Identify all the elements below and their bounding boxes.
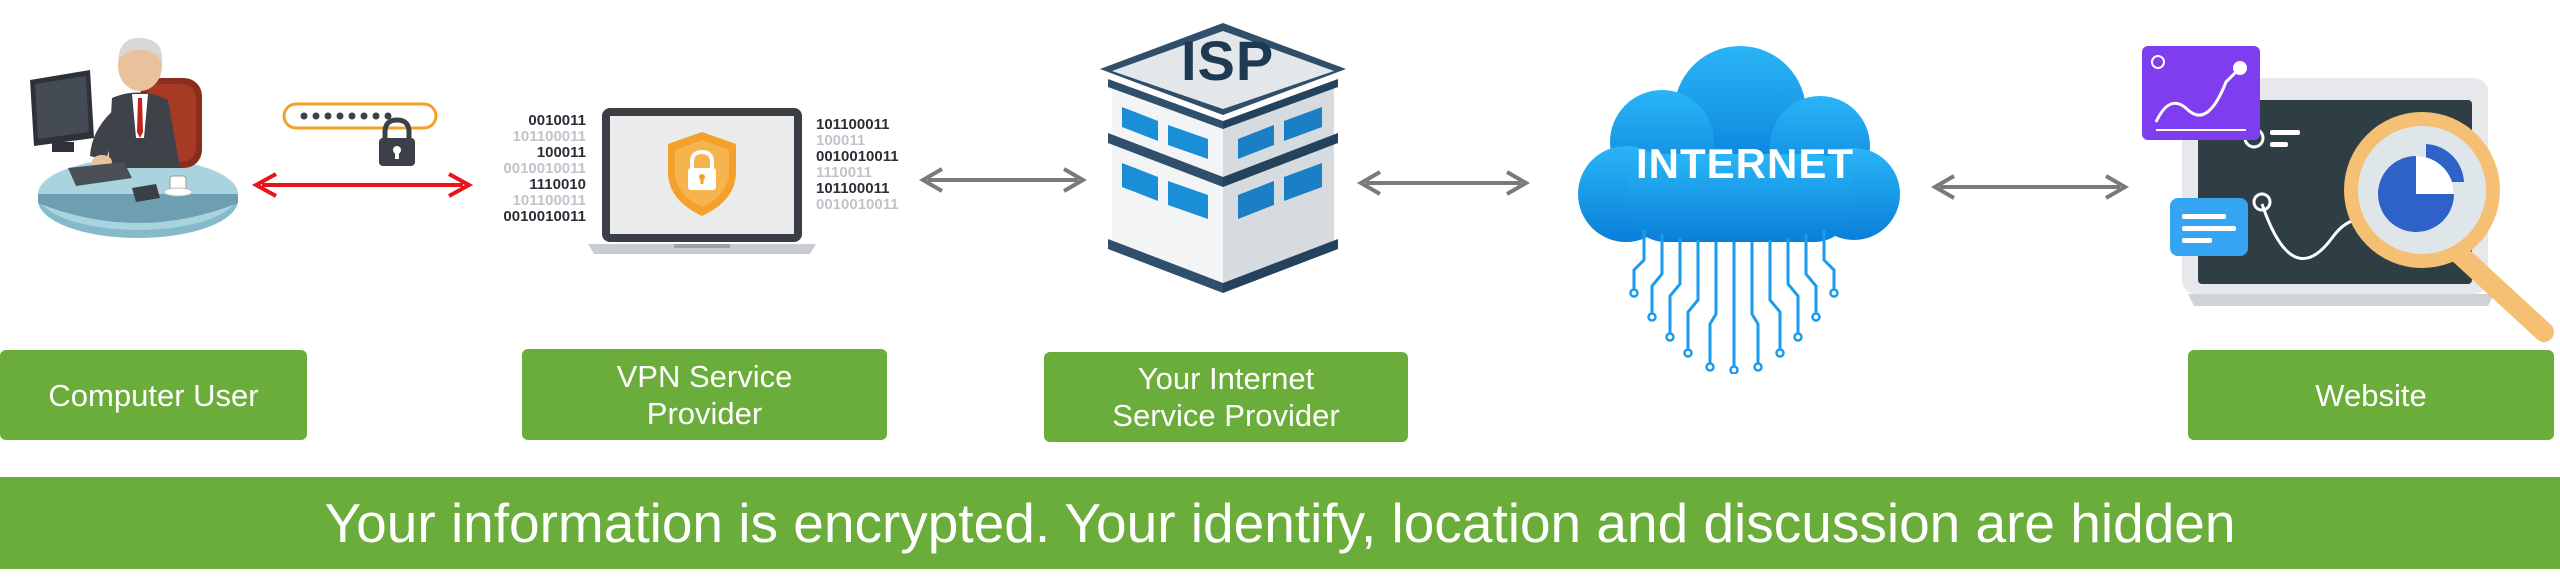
label-website-text: Website — [2315, 377, 2427, 413]
label-vpn-service-provider: VPN Service Provider — [522, 349, 887, 440]
label-vpn-line-2: Provider — [646, 395, 763, 431]
laptop-shield-icon — [588, 108, 816, 254]
internet-cloud-text: INTERNET — [1636, 140, 1854, 187]
label-computer-user-text: Computer User — [48, 377, 259, 413]
encryption-banner: Your information is encrypted. Your iden… — [0, 477, 2560, 569]
isp-building-icon — [1100, 23, 1346, 293]
binary-line: 101100011 — [512, 192, 586, 209]
binary-line: 101100011 — [816, 180, 890, 197]
connection-arrow-vpn-isp — [919, 167, 1087, 193]
binary-line: 101100011 — [512, 128, 586, 145]
binary-line: 101100011 — [816, 116, 890, 133]
binary-stream-right: 101100011 100011 0010010011 1110011 1011… — [816, 117, 916, 213]
website-analytics-icon — [2142, 46, 2554, 342]
label-isp-line-2: Service Provider — [1112, 398, 1340, 433]
binary-line: 1110011 — [816, 164, 872, 181]
binary-stream-left: 0010011 101100011 100011 0010010011 1110… — [496, 113, 586, 225]
internet-cloud-icon — [1578, 46, 1900, 374]
label-website: Website — [2188, 350, 2554, 440]
binary-line: 100011 — [816, 132, 866, 149]
binary-line: 100011 — [536, 144, 586, 161]
person-at-computer-icon — [30, 37, 238, 238]
binary-line: 0010010011 — [503, 160, 586, 177]
binary-line: 1110010 — [529, 176, 586, 193]
binary-line: 0010010011 — [816, 148, 899, 165]
binary-line: 0010010011 — [816, 196, 899, 213]
label-internet-service-provider: Your Internet Service Provider — [1044, 352, 1408, 442]
encrypted-connection-arrow — [251, 172, 474, 198]
binary-line: 0010010011 — [503, 208, 586, 225]
isp-building-text: ISP — [1181, 29, 1275, 92]
binary-line: 0010011 — [528, 112, 586, 129]
label-isp-line-1: Your Internet — [1137, 361, 1315, 396]
label-computer-user: Computer User — [0, 350, 307, 440]
connection-arrow-isp-internet — [1357, 170, 1530, 196]
encryption-banner-text: Your information is encrypted. Your iden… — [324, 492, 2236, 554]
label-vpn-line-1: VPN Service — [616, 358, 793, 394]
connection-arrow-internet-website — [1931, 174, 2129, 200]
password-lock-icon — [282, 102, 438, 166]
